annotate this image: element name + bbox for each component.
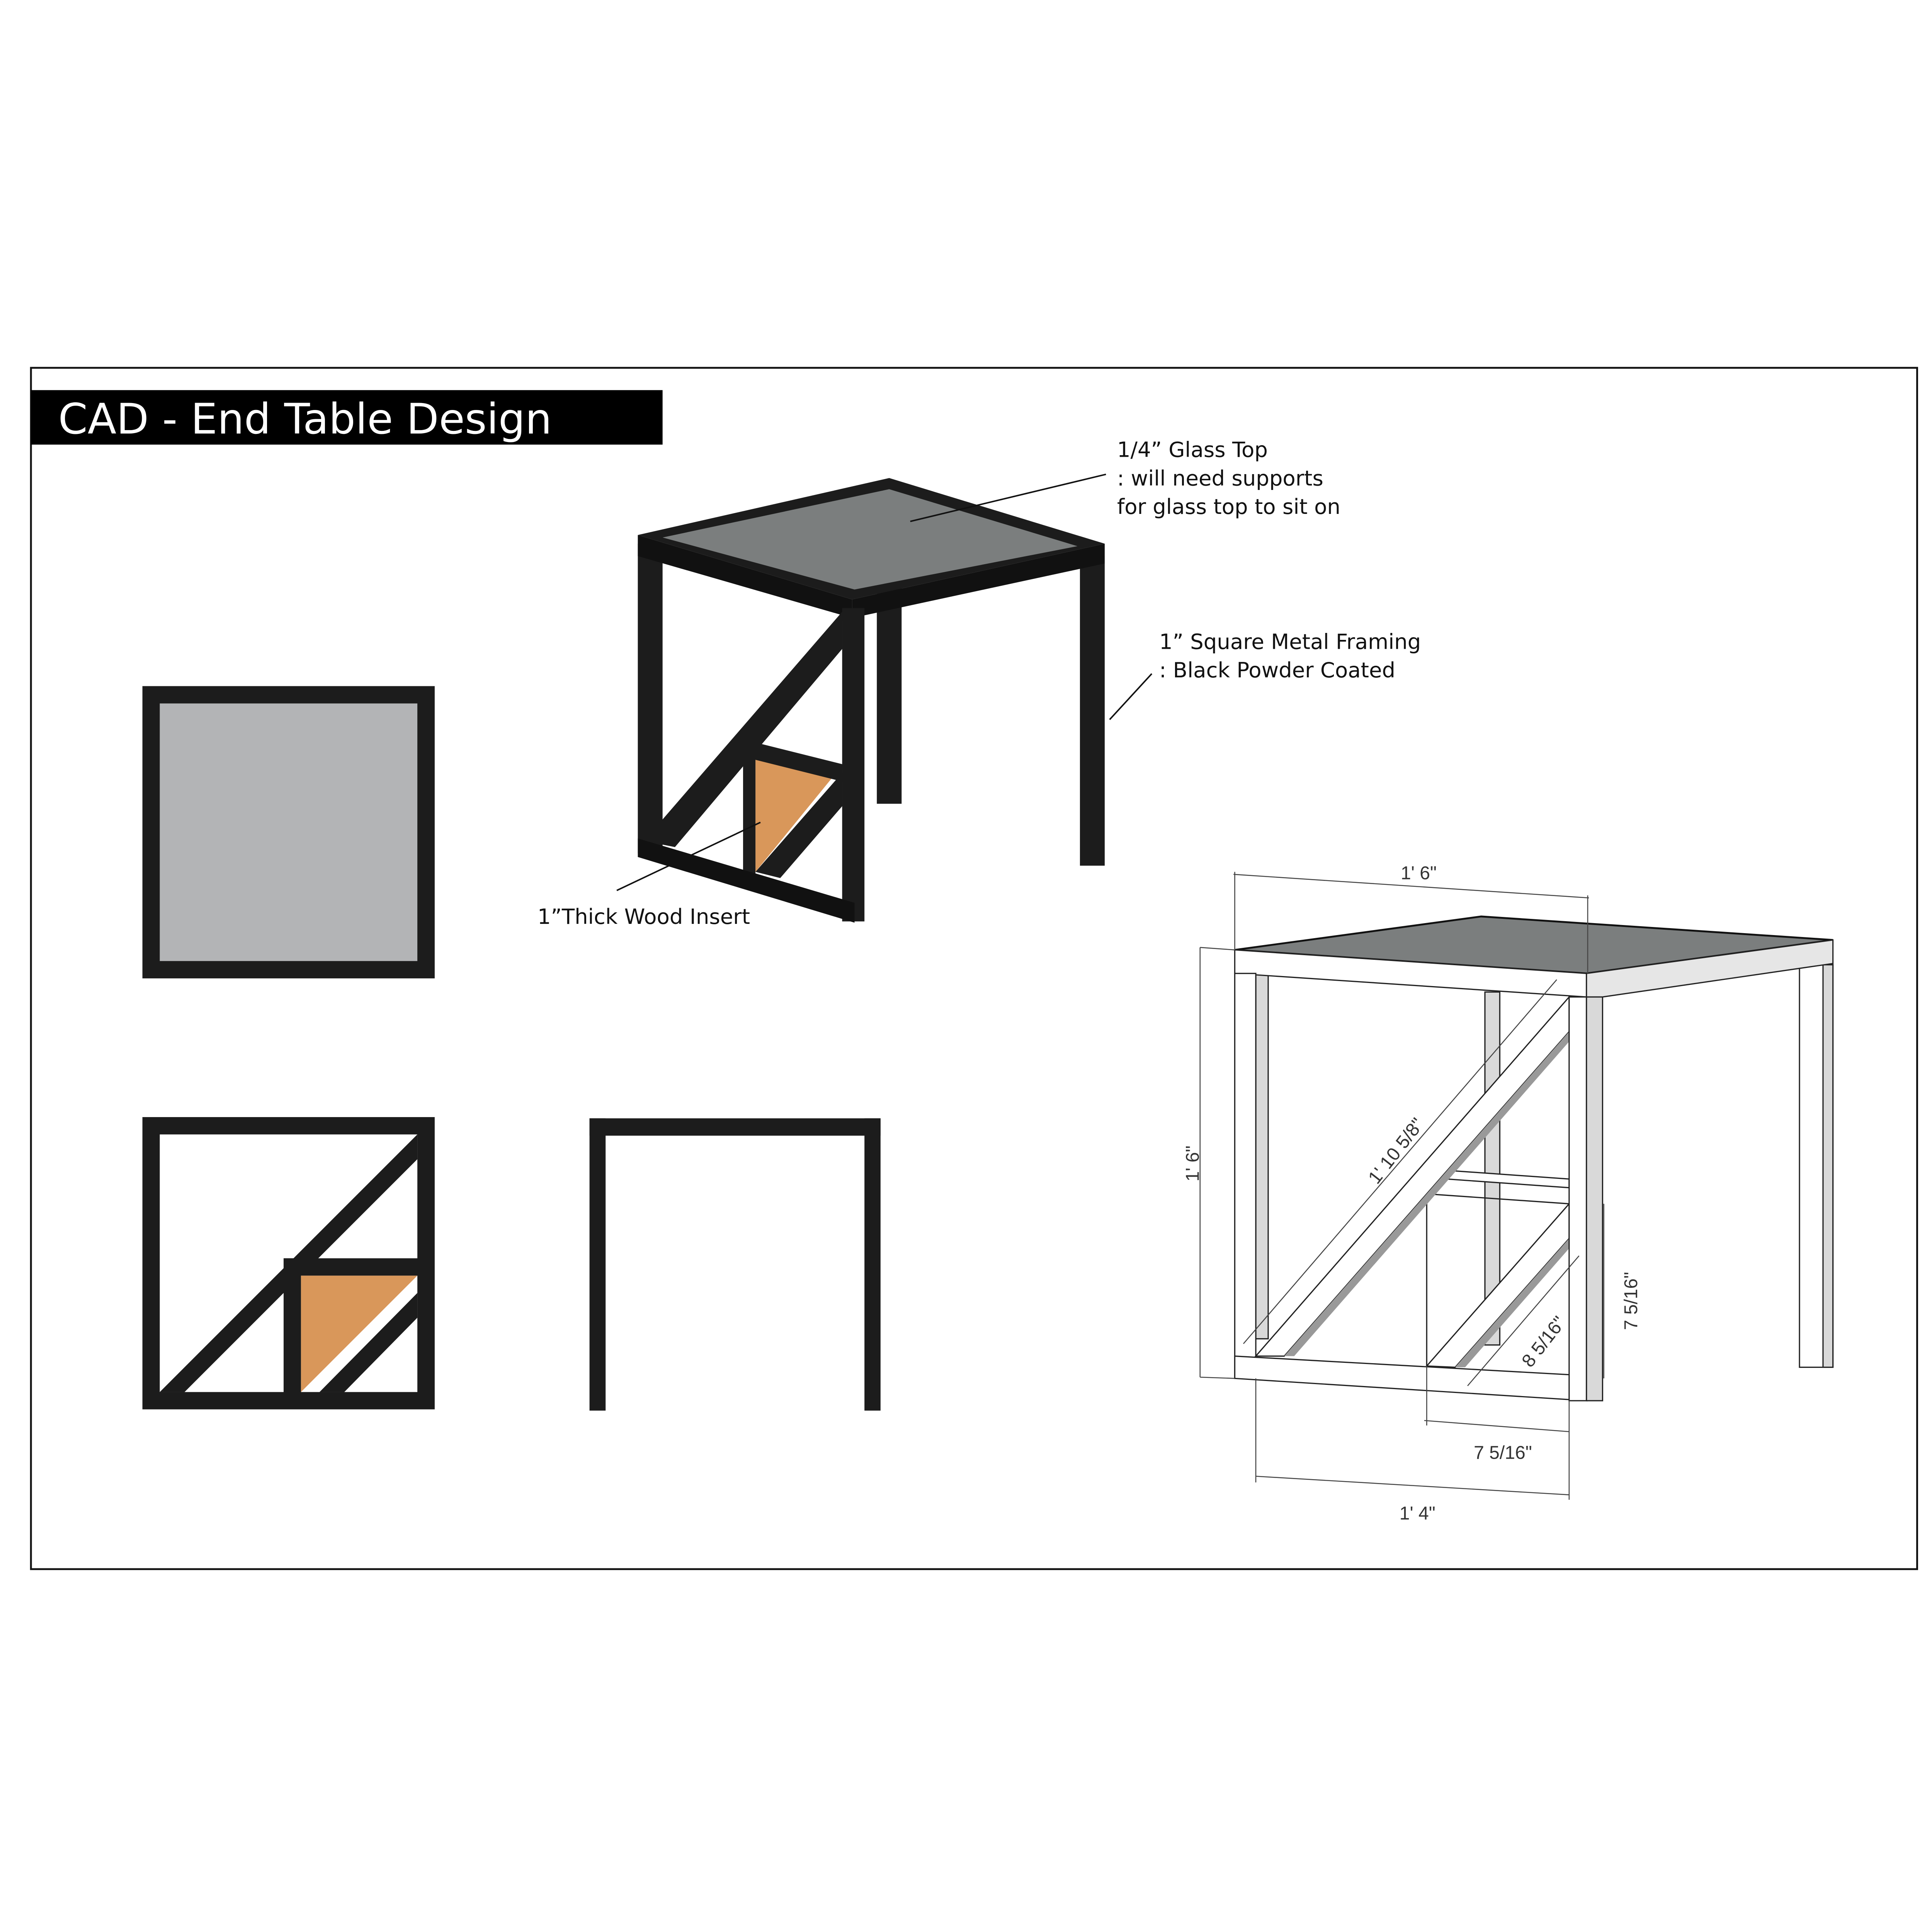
dimensioned-drawing: 1' 6" 1' 6" 1' 10 5/8" 7 5/16" 8 5/16" 7… [1182,863,1834,1524]
callout-text: 1” Square Metal Framing [1159,629,1421,654]
dim-bottom-width: 1' 4" [1400,1503,1435,1524]
callout-framing: 1” Square Metal Framing : Black Powder C… [1109,629,1421,720]
callout-text: : Black Powder Coated [1159,658,1395,682]
glass-top [662,489,1078,590]
callout-text: 1/4” Glass Top [1117,437,1268,462]
callout-text: for glass top to sit on [1117,494,1340,519]
callout-wood-insert: 1”Thick Wood Insert [537,821,761,929]
dim-line [1243,979,1557,1344]
callout-text: : will need supports [1117,466,1323,490]
title-bar: CAD - End Table Design [31,390,663,445]
dim-height: 1' 6" [1182,1146,1203,1182]
dim-shelf-height: 7 5/16" [1621,1272,1641,1330]
dim-top-width: 1' 6" [1401,863,1437,884]
wood-insert [755,748,837,872]
perspective-render [638,478,1105,923]
dim-short-diagonal: 8 5/16" [1518,1312,1570,1371]
page-title: CAD - End Table Design [58,395,552,444]
callout-glass-top: 1/4” Glass Top : will need supports for … [910,437,1340,522]
dim-line [1255,1476,1569,1495]
dim-line [1467,1255,1580,1386]
dim-line [1233,874,1589,898]
dim-line [1424,1420,1569,1432]
dim-shelf-width: 7 5/16" [1474,1442,1532,1463]
side-view [589,1118,881,1411]
callout-text: 1”Thick Wood Insert [537,904,750,929]
front-view [142,1117,435,1410]
top-view [142,686,435,979]
sheet-border [30,367,1918,1570]
wood-insert-front [301,1276,418,1392]
